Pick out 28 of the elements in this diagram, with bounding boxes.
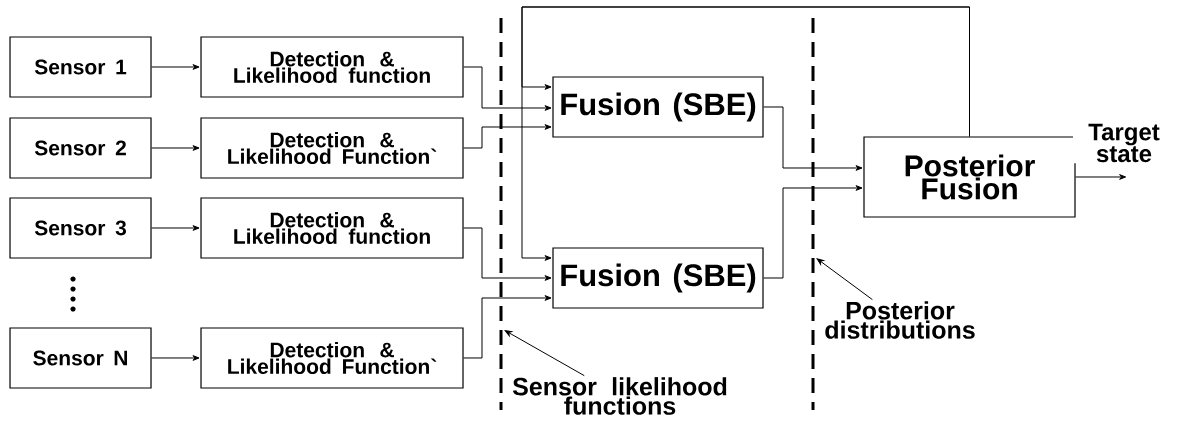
sensor-box: Sensor N xyxy=(9,327,152,389)
process-box: Posterior Fusion xyxy=(863,136,1076,218)
arrow xyxy=(463,124,552,149)
arrow xyxy=(151,355,200,361)
arrow xyxy=(763,185,863,279)
arrow xyxy=(151,64,200,70)
arrow xyxy=(151,225,200,231)
sensor-box: Sensor 2 xyxy=(9,117,152,179)
process-box: Detection & Likelihood function xyxy=(200,197,464,259)
process-box: Detection & Likelihood Function` xyxy=(200,327,464,389)
arrow xyxy=(463,66,552,111)
process-box: Detection & Likelihood function xyxy=(200,36,464,98)
arrow xyxy=(151,145,200,151)
sensor-box: Sensor 3 xyxy=(9,197,152,259)
annotation-text: Sensor likelihood functions xyxy=(512,377,727,415)
arrow xyxy=(1075,174,1127,180)
process-box: Fusion (SBE) xyxy=(552,247,764,309)
arrow xyxy=(463,227,552,281)
arrow xyxy=(763,106,863,171)
sensor-box: Sensor 1 xyxy=(9,36,152,98)
arrow xyxy=(463,295,552,359)
leader-line xyxy=(504,330,585,377)
annotation-text: Posterior distributions xyxy=(825,301,975,339)
edge-label: Target state xyxy=(1073,122,1175,164)
process-box: Detection & Likelihood Function` xyxy=(200,117,464,179)
process-box: Fusion (SBE) xyxy=(552,76,764,138)
leader-line xyxy=(816,258,873,301)
arrow xyxy=(521,6,970,261)
